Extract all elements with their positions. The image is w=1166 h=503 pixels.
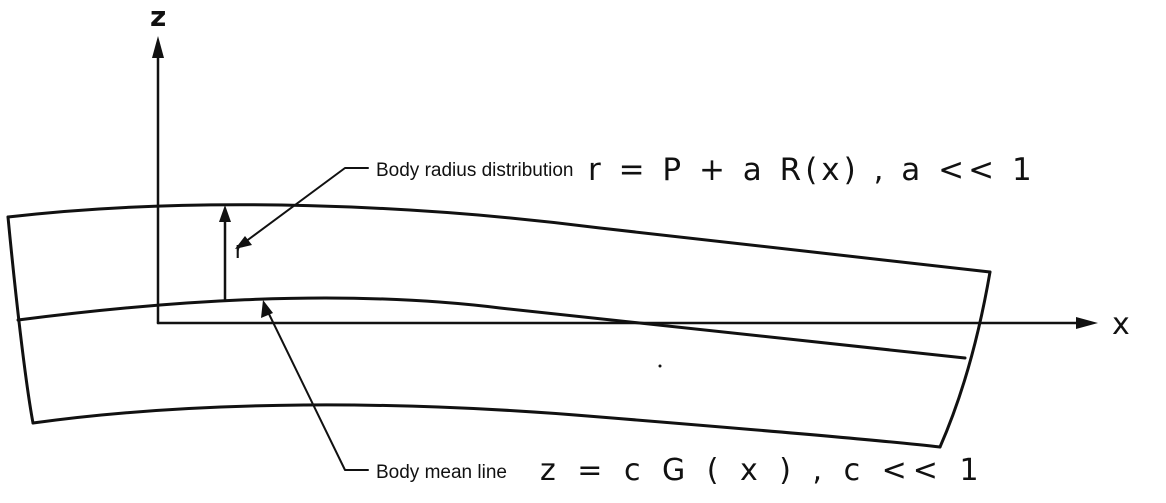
mean-line-leader: Body mean line z = c G ( x ) , c << 1 xyxy=(261,300,985,488)
mean-line-equation: z = c G ( x ) , c << 1 xyxy=(540,453,985,488)
body-left-end xyxy=(6,215,35,425)
mean-line-leader-arrowhead xyxy=(261,300,273,318)
mean-line-text: Body mean line xyxy=(376,462,507,483)
body-lower-surface xyxy=(31,403,942,449)
body-radius-equation: r = P + a R(x) , a << 1 xyxy=(588,152,1036,188)
z-axis-arrowhead xyxy=(152,36,164,58)
radius-leader-arrowhead xyxy=(235,236,252,249)
mean-line-leader-line xyxy=(267,311,369,471)
body-radius-text: Body radius distribution xyxy=(376,160,574,181)
z-axis-label: z xyxy=(150,0,166,33)
coordinate-axes: z x xyxy=(150,0,1130,342)
radius-vector: r xyxy=(219,205,243,302)
radius-leader: Body radius distribution r = P + a R(x) … xyxy=(235,152,1036,249)
body-upper-surface xyxy=(6,203,992,274)
radius-symbol: r xyxy=(235,237,243,264)
radius-leader-line xyxy=(244,167,369,243)
x-axis-label: x xyxy=(1112,307,1130,342)
body-outline xyxy=(6,203,992,449)
stray-dot xyxy=(658,364,662,368)
body-mean-line xyxy=(16,296,967,360)
radius-arrowhead xyxy=(219,205,231,222)
x-axis-arrowhead xyxy=(1076,317,1098,329)
body-right-end xyxy=(938,270,992,449)
